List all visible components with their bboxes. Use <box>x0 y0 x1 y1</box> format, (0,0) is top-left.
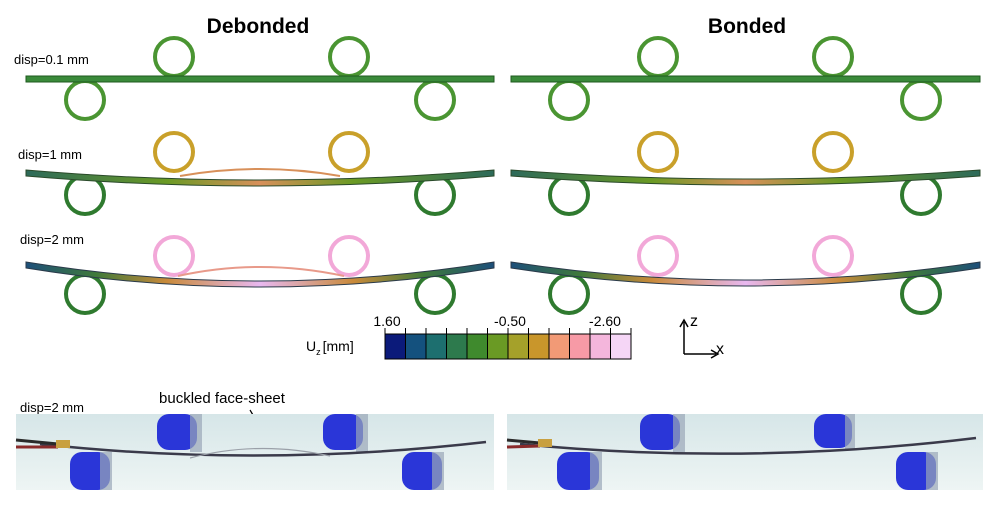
loading-roller <box>812 235 854 277</box>
loading-roller <box>637 36 679 78</box>
axes-indicator <box>679 318 720 359</box>
panel-bonded-row3 <box>510 235 981 315</box>
support-fixture <box>557 452 599 490</box>
colorbar: Uz[mm] 1.60 -0.50 -2.60 <box>306 313 632 360</box>
beam <box>510 75 981 83</box>
colorbar-tick-label: -2.60 <box>589 313 621 329</box>
support-roller <box>414 273 456 315</box>
colorbar-cell <box>548 333 570 360</box>
photo-disp-label: disp=2 mm <box>20 400 84 415</box>
colorbar-cell <box>446 333 468 360</box>
loading-roller <box>153 235 195 277</box>
loading-roller <box>812 36 854 78</box>
loading-roller <box>153 131 195 173</box>
panel-bonded-row2 <box>510 131 981 216</box>
loading-roller <box>637 131 679 173</box>
colorbar-cell <box>425 333 447 360</box>
loading-roller <box>328 131 370 173</box>
colorbar-tick-label: -0.50 <box>494 313 526 329</box>
loading-roller <box>637 235 679 277</box>
loading-roller <box>328 36 370 78</box>
loading-roller <box>153 36 195 78</box>
panel-debonded-row3 <box>25 235 495 315</box>
buckled-face-sheet-annotation: buckled face-sheet <box>159 390 286 407</box>
panel-bonded-row1 <box>510 36 981 121</box>
photo-bonded <box>506 414 983 490</box>
row-label-disp-1: disp=1 mm <box>18 147 82 162</box>
colorbar-cells <box>384 328 632 360</box>
title-bonded: Bonded <box>708 15 786 38</box>
colorbar-cell <box>405 333 427 360</box>
beam <box>510 261 981 287</box>
colorbar-cell <box>507 333 529 360</box>
colorbar-cell <box>589 333 611 360</box>
support-roller <box>548 174 590 216</box>
beam <box>25 261 495 288</box>
strain-gauge-wires <box>15 438 70 449</box>
colorbar-cell <box>384 333 406 360</box>
loading-roller <box>812 131 854 173</box>
loading-roller <box>328 235 370 277</box>
support-roller <box>64 273 106 315</box>
loading-fixture <box>323 414 363 450</box>
colorbar-cell <box>569 333 591 360</box>
support-roller <box>900 273 942 315</box>
panel-debonded-row2 <box>25 131 495 216</box>
support-roller <box>900 174 942 216</box>
colorbar-tick-label: 1.60 <box>373 313 400 329</box>
beam <box>510 169 981 186</box>
photo-debonded <box>15 414 494 490</box>
axis-z-label: z <box>690 313 698 330</box>
buckled-sheet <box>189 447 331 459</box>
row-label-disp-0-1: disp=0.1 mm <box>14 52 89 67</box>
colorbar-cell <box>487 333 509 360</box>
beam <box>25 75 495 83</box>
support-roller <box>900 79 942 121</box>
colorbar-symbol: Uz[mm] <box>306 338 354 357</box>
specimen <box>519 436 977 455</box>
strain-gauge-wires <box>506 438 552 449</box>
support-roller <box>548 273 590 315</box>
title-debonded: Debonded <box>207 15 310 38</box>
face-sheet <box>179 168 341 177</box>
row-label-disp-2: disp=2 mm <box>20 232 84 247</box>
beam <box>25 169 495 187</box>
colorbar-cell <box>528 333 550 360</box>
panel-debonded-row1 <box>25 36 495 121</box>
loading-fixture <box>814 414 852 448</box>
support-roller <box>414 79 456 121</box>
loading-fixture <box>640 414 680 450</box>
loading-fixture <box>157 414 197 450</box>
colorbar-cell <box>466 333 488 360</box>
support-roller <box>64 79 106 121</box>
support-roller <box>548 79 590 121</box>
axis-x-label: x <box>716 341 724 358</box>
specimen <box>39 440 487 457</box>
face-sheet <box>177 266 345 277</box>
colorbar-cell <box>610 333 632 360</box>
